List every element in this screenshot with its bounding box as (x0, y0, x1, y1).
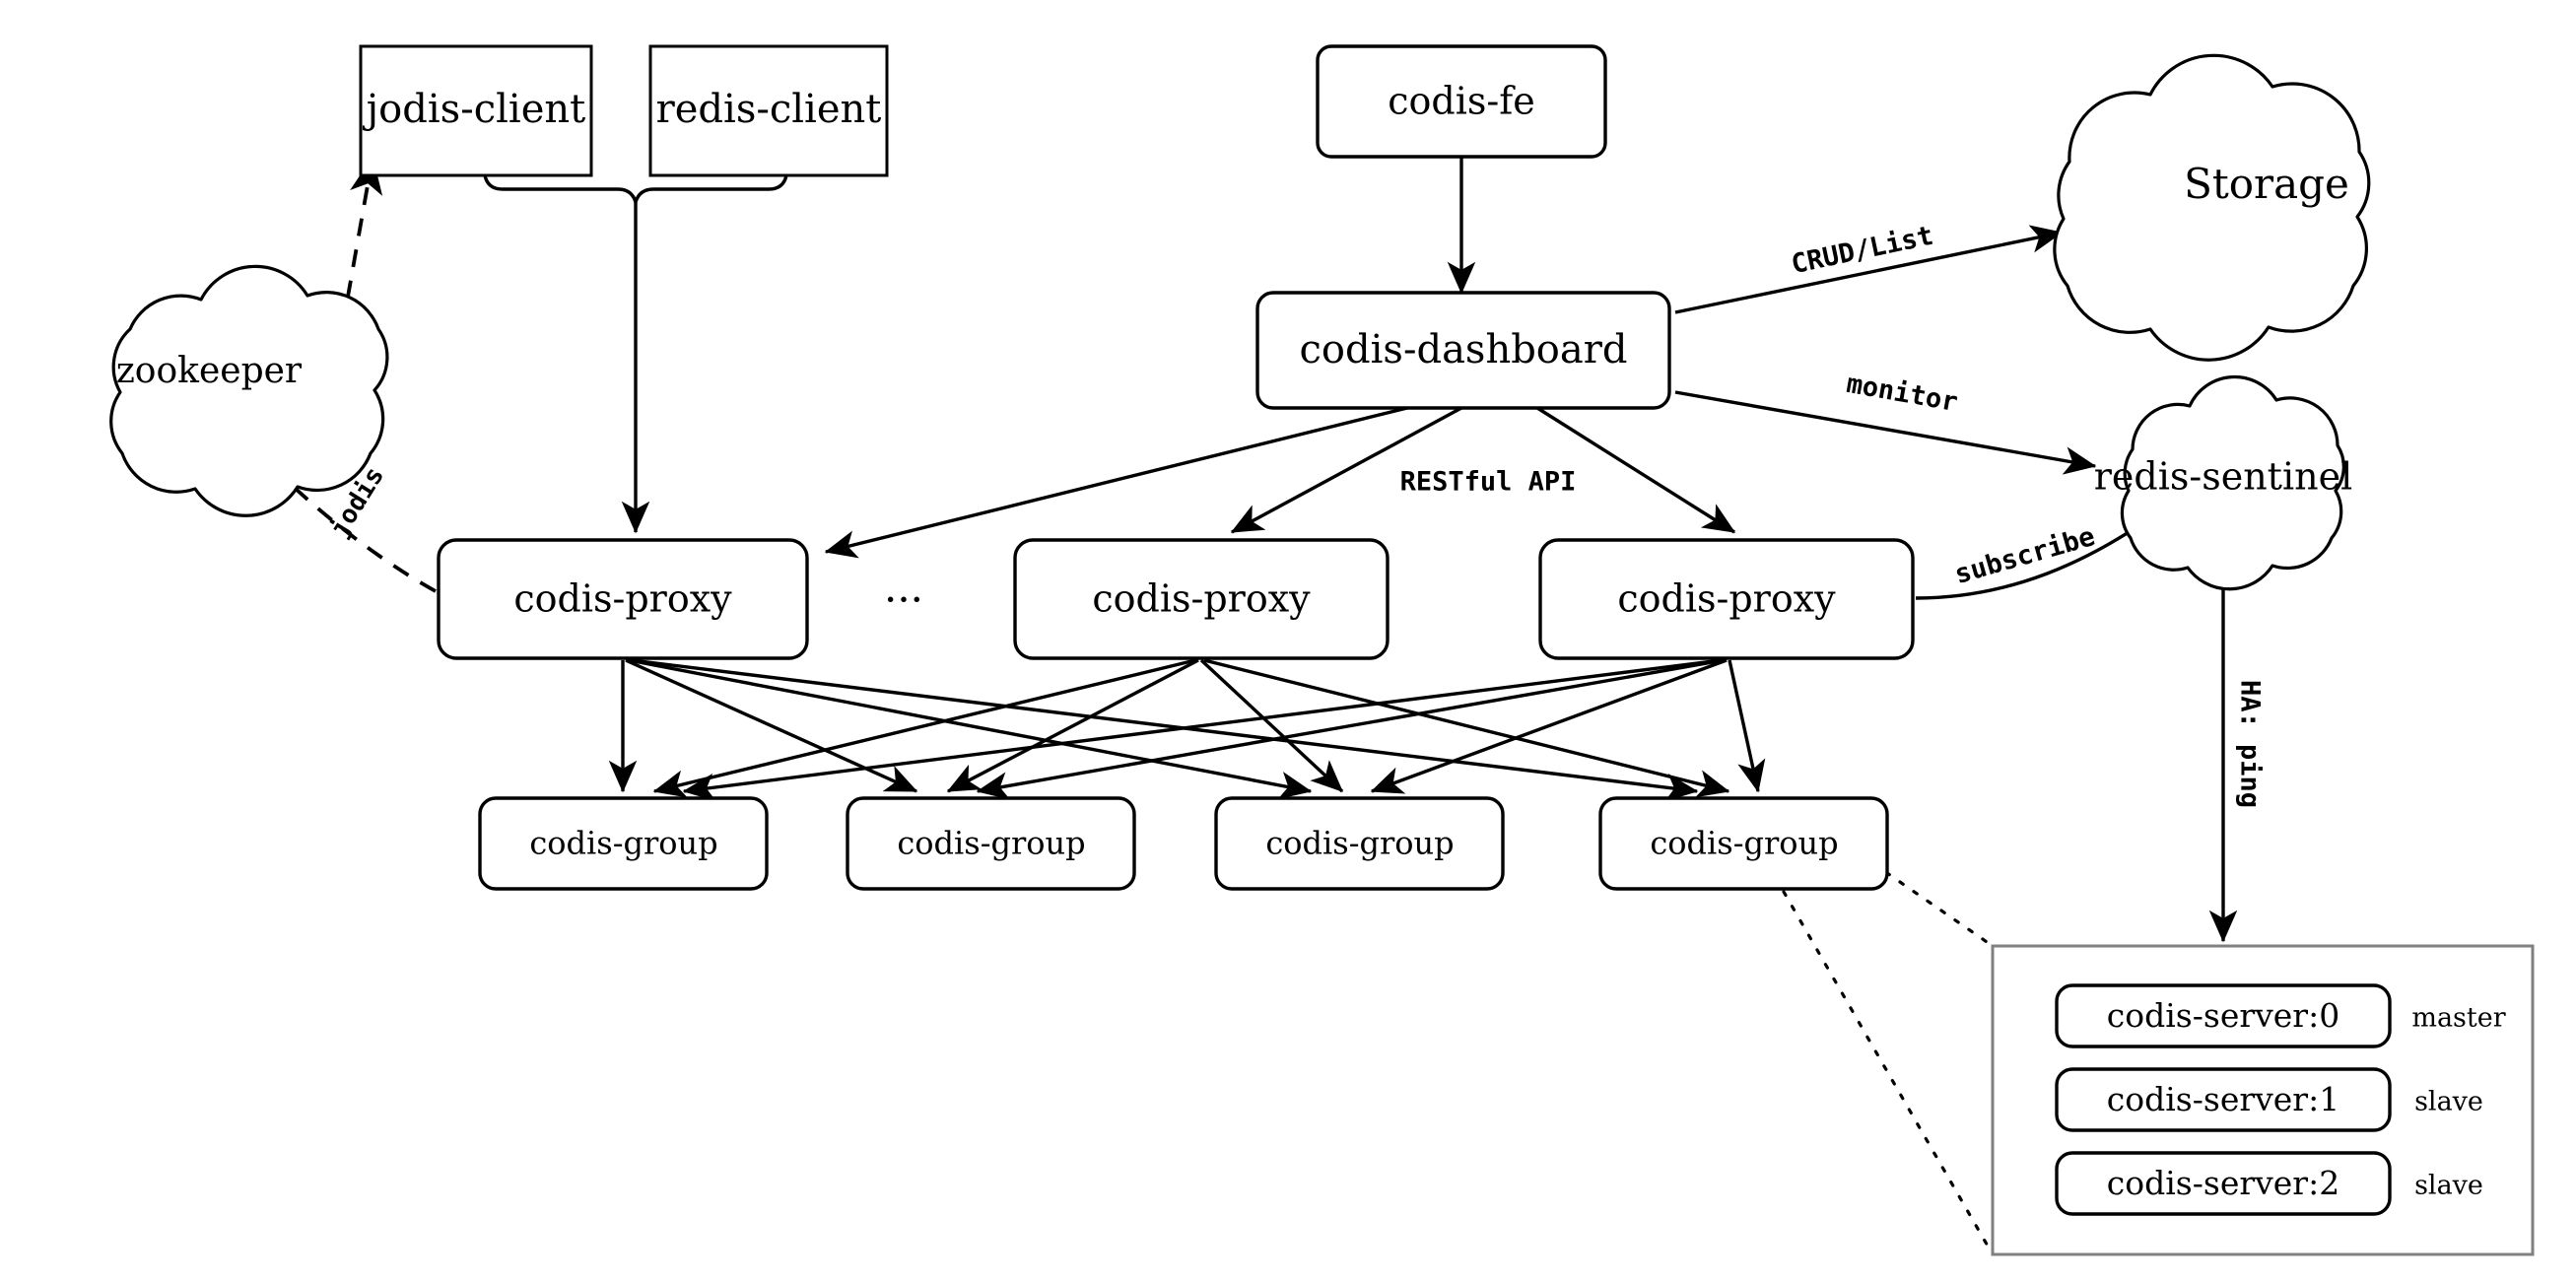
node-storage-label: Storage (2184, 160, 2349, 208)
edge-group-proxy3-fan (682, 658, 1766, 802)
callout-group4-bottom (1782, 890, 1995, 1256)
node-codis-fe[interactable]: codis-fe (1316, 44, 1607, 159)
edge-label-monitor: monitor (1844, 369, 1959, 418)
node-codis-group-3-label: codis-group (1265, 825, 1454, 862)
proxy-ellipsis: ··· (884, 575, 923, 624)
codis-server-2-label: codis-server:2 (2107, 1164, 2339, 1202)
edge-dashboard-to-storage (1674, 225, 2064, 314)
node-zookeeper-label: zookeeper (116, 351, 303, 391)
node-redis-sentinel[interactable]: redis-sentinel (2094, 374, 2352, 591)
node-codis-proxy-3-label: codis-proxy (1617, 577, 1836, 621)
codis-server-1-label: codis-server:1 (2107, 1080, 2339, 1118)
edge-label-crud-list: CRUD/List (1789, 221, 1936, 281)
edge-group-proxy2-fan (652, 658, 1730, 798)
callout-group4-top (1857, 851, 1995, 948)
node-codis-group-4[interactable]: codis-group (1598, 796, 1889, 891)
codis-server-0-label: codis-server:0 (2107, 996, 2339, 1035)
node-jodis-client-label: jodis-client (363, 87, 585, 132)
node-codis-group-1-label: codis-group (529, 825, 717, 862)
codis-server-row-2[interactable]: codis-server:2 slave (2055, 1151, 2483, 1216)
edge-label-subscribe: subscribe (1951, 521, 2098, 590)
node-codis-dashboard-label: codis-dashboard (1300, 327, 1628, 372)
node-codis-group-2[interactable]: codis-group (846, 796, 1136, 891)
codis-server-row-0[interactable]: codis-server:0 master (2055, 983, 2506, 1048)
node-codis-proxy-1-label: codis-proxy (513, 577, 732, 621)
edge-label-restful-api: RESTful API (1400, 467, 1577, 498)
node-codis-proxy-2[interactable]: codis-proxy (1013, 538, 1390, 660)
codis-server-0-role: master (2411, 1003, 2505, 1034)
edge-label-ha-ping: HA: ping (2235, 680, 2266, 808)
edge-dashboard-to-proxy3 (1536, 406, 1736, 534)
codis-server-row-1[interactable]: codis-server:1 slave (2055, 1067, 2483, 1132)
edge-label-jodis: jodis (324, 462, 390, 543)
node-redis-client-label: redis-client (656, 87, 882, 132)
codis-server-2-role: slave (2414, 1171, 2483, 1201)
node-codis-proxy-2-label: codis-proxy (1092, 577, 1311, 621)
node-codis-group-2-label: codis-group (897, 825, 1085, 862)
node-redis-client[interactable]: redis-client (648, 44, 889, 177)
codis-server-panel: codis-server:0 master codis-server:1 sla… (1991, 944, 2535, 1256)
node-codis-group-4-label: codis-group (1650, 825, 1838, 862)
node-storage[interactable]: Storage (2053, 53, 2371, 362)
node-codis-fe-label: codis-fe (1388, 80, 1535, 123)
node-codis-dashboard[interactable]: codis-dashboard (1255, 291, 1671, 410)
node-codis-group-3[interactable]: codis-group (1214, 796, 1505, 891)
node-zookeeper[interactable]: zookeeper (109, 264, 389, 517)
node-redis-sentinel-label: redis-sentinel (2094, 455, 2352, 499)
edge-dashboard-to-proxy1 (824, 406, 1408, 559)
node-codis-proxy-1[interactable]: codis-proxy (437, 538, 809, 660)
node-codis-proxy-3[interactable]: codis-proxy (1538, 538, 1915, 660)
node-jodis-client[interactable]: jodis-client (359, 44, 593, 177)
edge-dashboard-to-sentinel (1674, 390, 2097, 475)
codis-server-1-role: slave (2414, 1087, 2483, 1117)
node-codis-group-1[interactable]: codis-group (478, 796, 769, 891)
edge-dashboard-to-proxy2 (1230, 406, 1462, 534)
